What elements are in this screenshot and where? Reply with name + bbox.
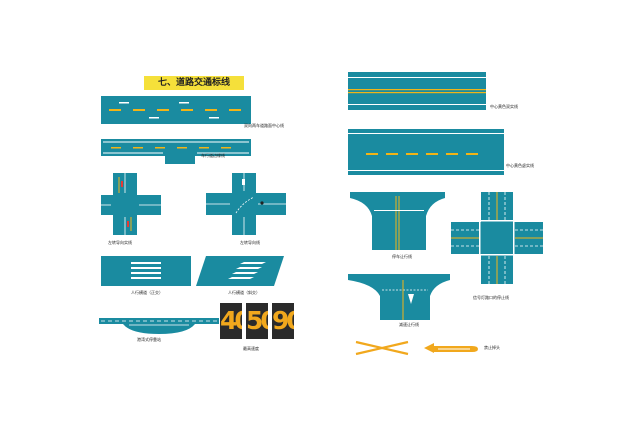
no-u-turn-cross-marking [355, 340, 409, 356]
yield-line-junction [348, 274, 450, 320]
stop-yield-junction [350, 192, 445, 250]
lane-divider-branch [165, 156, 195, 164]
crosswalk-oblique [196, 256, 284, 286]
section-title: 七、道路交通标线 [144, 76, 244, 90]
caption-bus-stop: 港湾式停靠站 [137, 337, 161, 342]
caption-stop-yield: 停车让行线 [392, 254, 412, 259]
speed-sign-40: 40 [220, 303, 242, 339]
caption-crosswalk-oblique: 人行横道（斜交） [228, 290, 260, 295]
crosswalk-straight [101, 256, 191, 286]
caption-speed-signs: 最高速度 [243, 346, 259, 351]
caption-guide-right: 左转导向线 [240, 240, 260, 245]
caption-center-double-solid: 中心黄色双实线 [490, 104, 518, 109]
speed-sign-50: 50 [246, 303, 268, 339]
caption-yield-line: 减速让行线 [399, 322, 419, 327]
center-dashed-road [348, 129, 504, 175]
intersection-left-turn-guide [101, 173, 161, 235]
speed-sign-90: 90 [272, 303, 294, 339]
caption-lane-divider: 车行道边缘线 [201, 153, 225, 158]
signal-intersection [451, 192, 543, 284]
lane-divider-markings [103, 141, 249, 154]
caption-intersection-stop: 信号灯路口的停止线 [473, 295, 509, 300]
center-double-solid-road [348, 72, 486, 110]
caption-center-dashed: 中心黄色虚实线 [506, 163, 534, 168]
bus-stop-bay [99, 318, 219, 334]
double-lane-road [101, 96, 251, 124]
caption-guide-left: 左转导向实线 [108, 240, 132, 245]
double-lane-markings [109, 102, 241, 119]
no-u-turn-arrow-marking [424, 343, 478, 353]
lane-divider-road [101, 139, 251, 156]
intersection-left-turn-line [206, 173, 286, 235]
caption-crosswalk-straight: 人行横道（正交） [131, 290, 163, 295]
caption-no-turn: 禁止掉头 [484, 345, 500, 350]
caption-double-lane: 双向两车道路面中心线 [244, 123, 284, 128]
